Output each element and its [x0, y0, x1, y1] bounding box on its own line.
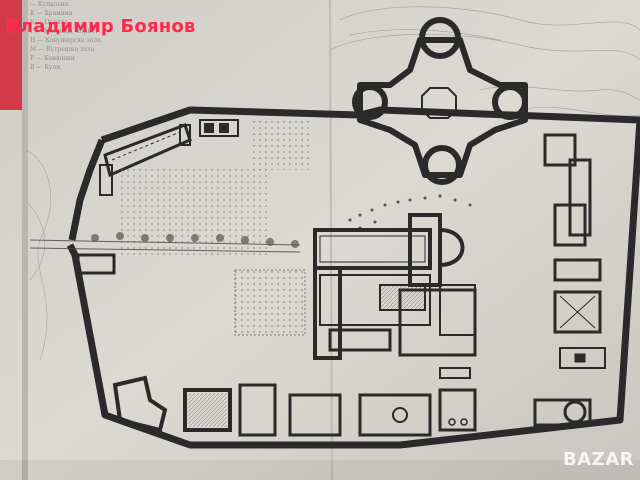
- legend-item: Г — Мелница, хорист: [30, 28, 99, 35]
- legend-item: К — Храмина: [30, 10, 73, 17]
- bazar-logo: BAZAR: [563, 449, 634, 470]
- legend-item: Б — Църква: [30, 19, 68, 26]
- courtyard-dotted: [235, 270, 305, 335]
- map-legend: — Купальня К — Храмина Б — Църква Г — Ме…: [30, 0, 101, 72]
- road-trees: [91, 232, 299, 248]
- terrain-contours: [329, 6, 640, 117]
- seller-name-watermark: Владимир Боянов: [6, 16, 196, 37]
- book-binding: [0, 0, 22, 110]
- south-buildings: [112, 367, 592, 437]
- garden-grid: [250, 120, 310, 170]
- legend-item: В — Кули: [30, 64, 61, 71]
- central-octagon: [421, 87, 457, 119]
- long-building-nw: [99, 123, 192, 196]
- legend-item: Р — Конюшни: [30, 55, 75, 62]
- legend-item: М — Вътрешна зала: [30, 46, 95, 53]
- small-buildings-top: [199, 119, 239, 137]
- legend-item: — Купальня: [30, 1, 69, 8]
- entrance-road: [29, 239, 301, 253]
- east-buildings: [543, 133, 606, 369]
- outer-wall: [66, 106, 640, 449]
- church-complex: [313, 213, 477, 360]
- page-fold: [329, 0, 333, 480]
- gatehouse: [76, 253, 116, 275]
- legend-item: Н — Конушарска зала: [30, 37, 101, 44]
